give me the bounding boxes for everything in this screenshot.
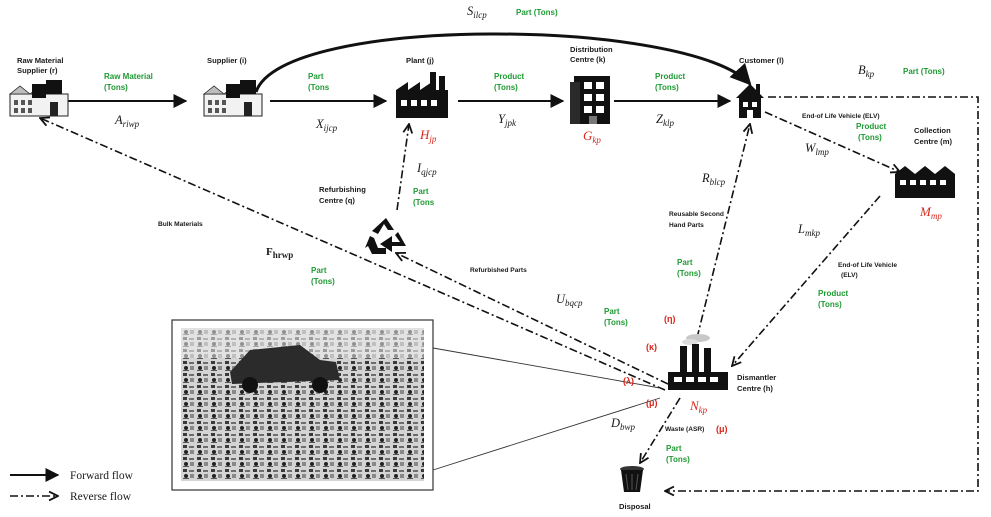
plant-distribution-flow-green-1: Product	[494, 72, 525, 81]
dismantler-refurbishing-green-1: Part	[604, 307, 620, 316]
dismantler-disposal-note: Waste (ASR)	[665, 426, 704, 433]
refurbishing-centre-label-1: Refurbishing	[319, 185, 366, 194]
dismantler-raw-note: Bulk Materials	[158, 221, 203, 228]
dismantler-refurbishing-green-2: (Tons)	[604, 318, 628, 327]
plant-distribution-flow-green-2: (Tons)	[494, 83, 518, 92]
collection-cost-label: Mmp	[919, 204, 942, 221]
refurbishing-plant-green-1: Part	[413, 187, 429, 196]
house-icon	[736, 84, 764, 118]
flow-refurbishing-to-plant-arrow	[396, 124, 409, 211]
refurbishing-plant-var: Iqjcp	[416, 161, 437, 177]
distribution-customer-flow-green-2: (Tons)	[655, 83, 679, 92]
dismantler-centre-label-2: Centre (h)	[737, 384, 773, 393]
recycle-icon	[365, 218, 406, 254]
flow-customer-to-collection-arrow	[764, 111, 900, 172]
distribution-customer-flow-var: Zklp	[656, 112, 674, 128]
smokestack-factory-icon	[668, 334, 728, 390]
dismantler-customer-green-1: Part	[677, 258, 693, 267]
distribution-centre-label-2: Centre (k)	[570, 55, 606, 64]
factory-icon	[396, 72, 448, 118]
dismantler-disposal-green-1: Part	[666, 444, 682, 453]
customer-disposal-flow-var: Bkp	[858, 63, 875, 79]
greek-eta-label: (η)	[664, 314, 676, 324]
collection-dismantler-note-2: (ELV)	[841, 272, 858, 279]
dismantler-refurbishing-note: Refurbished Parts	[470, 267, 527, 274]
dismantler-centre-label-1: Dismantler	[737, 373, 776, 382]
dismantler-raw-var: Fhrwp	[266, 246, 293, 260]
flow-dismantler-to-disposal-arrow	[640, 397, 681, 463]
customer-collection-green-2: (Tons)	[858, 133, 882, 142]
disposal-label: Disposal	[619, 502, 651, 511]
supplier-plant-flow-green-1: Part	[308, 72, 324, 81]
customer-disposal-flow-green: Part (Tons)	[903, 67, 945, 76]
supplier-label: Supplier (i)	[207, 56, 247, 65]
supplier-customer-flow-var: Silcp	[467, 4, 487, 20]
collection-dismantler-green-1: Product	[818, 289, 849, 298]
warehouse-icon	[895, 166, 955, 198]
raw-material-supplier-label-1: Raw Material	[17, 56, 63, 65]
dismantler-raw-green-1: Part	[311, 266, 327, 275]
plant-distribution-flow-var: Yjpk	[498, 112, 517, 128]
collection-centre-label-1: Collection	[914, 126, 951, 135]
collection-dismantler-var: Lmkp	[797, 222, 820, 238]
dismantler-disposal-green-2: (Tons)	[666, 455, 690, 464]
collection-dismantler-green-2: (Tons)	[818, 300, 842, 309]
customer-label: Customer (l)	[739, 56, 784, 65]
trash-bin-icon	[620, 466, 644, 492]
supplier-plant-flow-green-2: (Tons	[308, 83, 330, 92]
flow-supplier-to-customer-arc	[254, 32, 752, 93]
dismantler-refurbishing-var: Ubqcp	[556, 292, 583, 308]
dismantler-cost-label: Nkp	[689, 398, 708, 415]
dismantler-raw-green-2: (Tons)	[311, 277, 335, 286]
dismantler-disposal-var: Dbwp	[610, 416, 636, 432]
customer-collection-green-1: Product	[856, 122, 887, 131]
supplier-customer-flow-green: Part (Tons)	[516, 8, 558, 17]
dismantler-customer-note-2: Hand Parts	[669, 222, 704, 229]
legend: Forward flow Reverse flow	[10, 468, 134, 503]
flow-dismantler-to-raw-arrow	[40, 118, 666, 391]
greek-lambda-label: (λ)	[623, 376, 634, 386]
flow-customer-to-disposal-arrow	[665, 96, 979, 491]
legend-forward-label: Forward flow	[70, 470, 134, 482]
photo-connector-lower	[432, 397, 661, 471]
flow-collection-to-dismantler-arrow	[732, 195, 881, 366]
refurbishing-centre-label-2: Centre (q)	[319, 196, 355, 205]
flow-dismantler-to-refurbishing-arrow	[396, 253, 669, 385]
supplier-plant-flow-var: Xijcp	[315, 117, 338, 133]
collection-centre-label-2: Centre (m)	[914, 137, 952, 146]
greek-mu-label: (μ)	[646, 398, 658, 408]
factory-small-icon	[202, 80, 263, 117]
raw-material-flow-var: Ariwp	[114, 113, 140, 129]
dismantler-customer-green-2: (Tons)	[677, 269, 701, 278]
greek-kappa-label: (κ)	[646, 342, 657, 352]
dismantler-customer-note-1: Reusable Second	[669, 211, 724, 218]
distribution-customer-flow-green-1: Product	[655, 72, 686, 81]
building-icon	[570, 76, 610, 124]
collection-dismantler-note-1: End-of Life Vehicle	[838, 262, 897, 269]
raw-material-flow-green-2: (Tons)	[104, 83, 128, 92]
raw-material-flow-green-1: Raw Material	[104, 72, 153, 81]
car-parts-photo	[171, 319, 434, 491]
plant-cost-label: Hjp	[419, 127, 437, 144]
customer-collection-var: Wlmp	[805, 141, 829, 157]
plant-label: Plant (j)	[406, 56, 434, 65]
refurbishing-plant-green-2: (Tons	[413, 198, 435, 207]
dismantler-disposal-greek: (μ)	[716, 424, 728, 434]
distribution-cost-label: Gkp	[583, 128, 601, 145]
distribution-centre-label-1: Distribution	[570, 45, 613, 54]
factory-small-icon	[8, 80, 69, 117]
legend-reverse-label: Reverse flow	[70, 491, 132, 503]
customer-collection-note: End-of Life Vehicle (ELV)	[802, 113, 880, 120]
dismantler-customer-var: Rblcp	[701, 171, 726, 187]
raw-material-supplier-label-2: Supplier (r)	[17, 66, 58, 75]
flow-dismantler-to-customer-arrow	[696, 124, 750, 339]
photo-connector-upper	[432, 347, 661, 389]
